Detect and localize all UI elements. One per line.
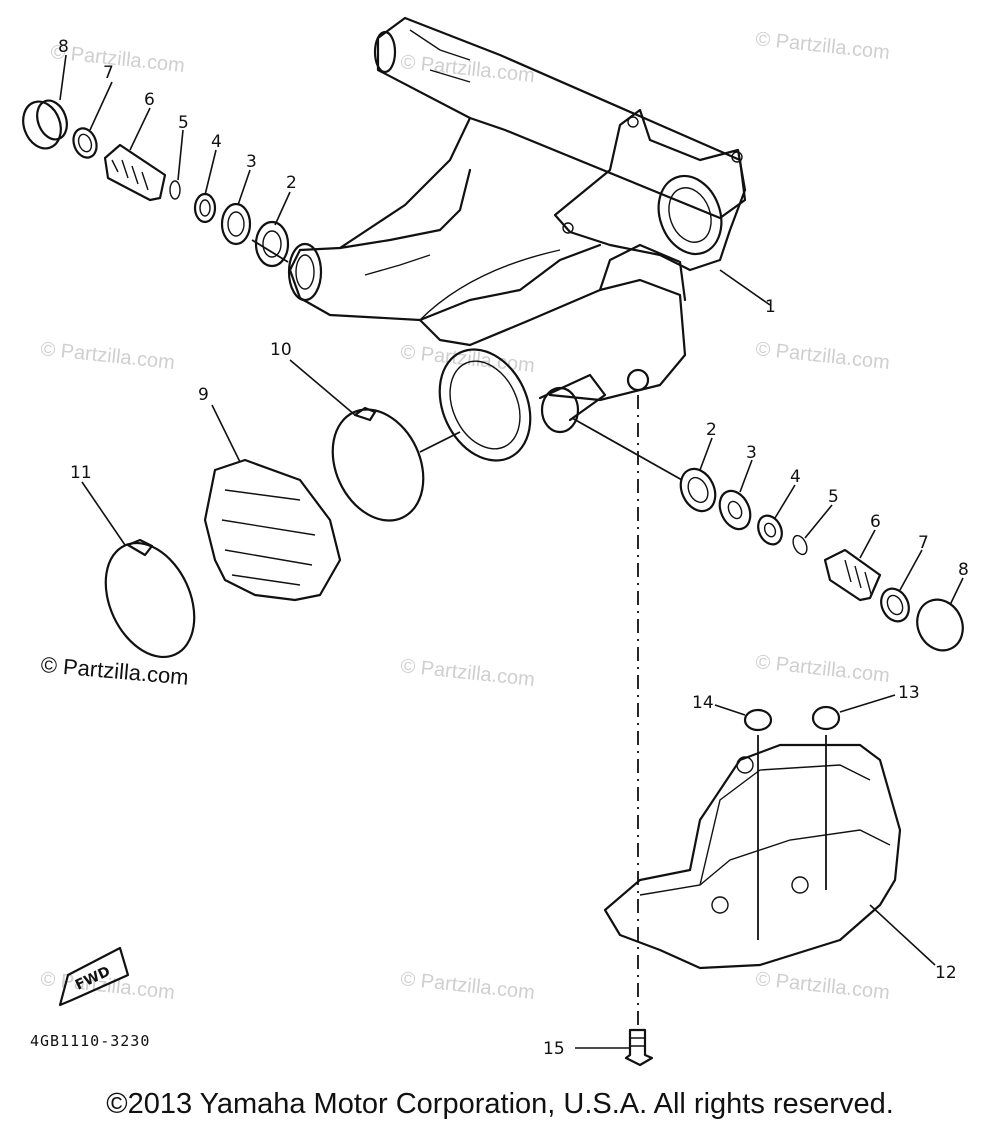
callout-1: 1	[765, 297, 776, 317]
callout-2: 2	[706, 420, 717, 440]
callout-3: 3	[746, 443, 757, 463]
watermark: © Partzilla.com	[399, 968, 535, 1004]
callout-11: 11	[70, 463, 92, 483]
watermark: © Partzilla.com	[39, 338, 175, 374]
watermark: © Partzilla.com	[49, 41, 185, 77]
callout-10: 10	[270, 340, 292, 360]
callout-8: 8	[58, 37, 69, 57]
callout-7: 7	[918, 533, 929, 553]
callout-12: 12	[935, 963, 957, 983]
watermark: © Partzilla.com	[399, 655, 535, 691]
callout-4: 4	[211, 132, 222, 152]
boots-and-clamps	[104, 406, 425, 659]
watermark: © Partzilla.com	[399, 341, 535, 377]
diagram-code: 4GB1110-3230	[30, 1032, 151, 1050]
swingarm	[287, 16, 747, 462]
skid-plate	[603, 705, 902, 970]
watermark: © Partzilla.com	[754, 968, 890, 1004]
callout-3: 3	[246, 152, 257, 172]
callout-4: 4	[790, 467, 801, 487]
callout-8: 8	[958, 560, 969, 580]
copyright-notice: ©2013 Yamaha Motor Corporation, U.S.A. A…	[106, 1088, 894, 1120]
callout-6: 6	[144, 90, 155, 110]
left-hardware	[22, 99, 290, 268]
callout-5: 5	[178, 113, 189, 133]
callouts: 8 7 6 5 4 3 2 1 10 9 11 2 3 4 5 6 7 8 14…	[58, 37, 969, 1059]
callout-9: 9	[198, 385, 209, 405]
watermark: © Partzilla.com	[754, 28, 890, 64]
watermark: © Partzilla.com	[754, 651, 890, 687]
callout-6: 6	[870, 512, 881, 532]
callout-13: 13	[898, 683, 920, 703]
watermark: © Partzilla.com	[754, 338, 890, 374]
right-hardware	[679, 467, 964, 652]
callout-14: 14	[692, 693, 714, 713]
assembly-axes	[251, 239, 827, 1030]
callout-7: 7	[103, 63, 114, 83]
leader-lines	[59, 54, 964, 1049]
callout-5: 5	[828, 487, 839, 507]
callout-2: 2	[286, 173, 297, 193]
callout-15: 15	[543, 1039, 565, 1059]
bolt-15	[624, 1028, 654, 1067]
